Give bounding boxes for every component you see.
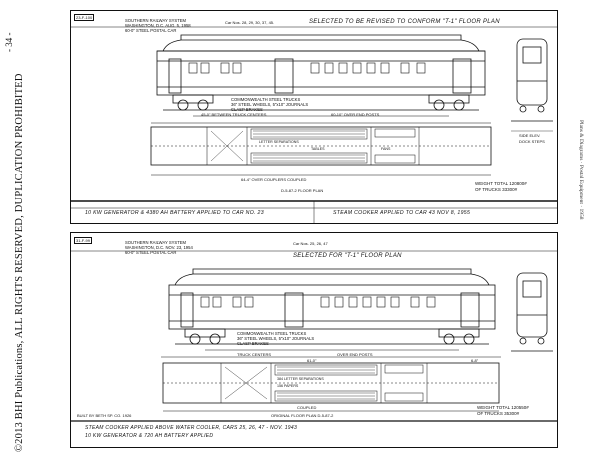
railway-name: SOUTHERN RAILWAY SYSTEM: [125, 18, 187, 23]
railway-header: SOUTHERN RAILWAY SYSTEM WASHINGTON, D.C.…: [125, 18, 191, 33]
end-posts-dim: 60-10" OVER END POSTS: [331, 112, 380, 117]
car-drawing-lower: [71, 250, 557, 422]
weight-total: WEIGHT TOTAL 120800#: [475, 181, 527, 186]
selected-note: SELECTED TO BE REVISED TO CONFORM "T-1" …: [309, 19, 500, 25]
car-numbers: Car Nos. 25, 26, 47: [293, 241, 328, 246]
truck-spec: COMMONWEALTH STEEL TRUCKS 36" STEEL WHEE…: [231, 97, 308, 112]
letter-cases-label: LETTER SEPARATIONS: [259, 140, 299, 144]
weight-trucks: OF TRUCKS 33300#: [475, 187, 518, 192]
page-number: - 34 -: [4, 32, 14, 53]
dock-steps-label: DOCK STEPS: [519, 139, 545, 144]
generator-note: 10 KW GENERATOR & 4380 AH BATTERY APPLIE…: [85, 210, 264, 216]
selected-note: SELECTED FOR "T-1" FLOOR PLAN: [293, 253, 402, 259]
floor-plan-caption: D-5-87-2 FLOOR PLAN: [281, 188, 324, 193]
plan-tag: 31-F-99: [74, 237, 93, 244]
car-drawing-upper: [71, 26, 557, 223]
builder-note: BUILT BY BETH SP. CO. 1926: [77, 413, 132, 418]
truck-desc-2: 36" STEEL WHEELS, 5"x10" JOURNALS: [237, 336, 315, 341]
car-description: 60-0" STEEL POSTAL CAR: [125, 250, 177, 255]
source-caption: Plans & Diagrams · Postal Equipment · 19…: [578, 120, 584, 220]
end-posts-dim: OVER END POSTS: [337, 352, 373, 357]
dimension-6-8: 6-8": [471, 358, 479, 363]
railway-location: WASHINGTON, D.C. AUG. 5, 1958: [125, 23, 191, 28]
over-couplers-dim: 64-4" OVER COUPLERS COUPLED: [241, 177, 307, 182]
diagram-sheet-lower: 31-F-99 SOUTHERN RAILWAY SYSTEM WASHINGT…: [70, 232, 558, 448]
generator-note: 10 KW GENERATOR & 720 AH BATTERY APPLIED: [85, 433, 214, 439]
railway-header: SOUTHERN RAILWAY SYSTEM WASHINGTON, D.C.…: [125, 240, 193, 255]
truck-spec: COMMONWEALTH STEEL TRUCKS 36" STEEL WHEE…: [237, 331, 314, 346]
weight-trucks: OF TRUCKS 35300#: [477, 411, 520, 416]
railway-location: WASHINGTON, D.C. NOV. 23, 1954: [125, 245, 193, 250]
floor-plan-caption: ORIGINAL FLOOR PLAN D-5-87-2: [271, 413, 334, 418]
end-elev-label: SIDE ELEV.: [519, 133, 541, 138]
weight-block: WEIGHT TOTAL 120550# OF TRUCKS 35300#: [477, 405, 529, 417]
weight-block: WEIGHT TOTAL 120800# OF TRUCKS 33300#: [475, 181, 527, 193]
plan-tag: 23-F-100: [74, 14, 95, 21]
dimension-61: 61-0": [307, 358, 317, 363]
truck-desc-1: COMMONWEALTH STEEL TRUCKS: [237, 331, 307, 336]
tables-label: TABLES: [311, 147, 325, 151]
truck-desc-3: CLASP BRAKES: [237, 341, 269, 346]
truck-desc-2: 36" STEEL WHEELS, 5"x10" JOURNALS: [231, 102, 309, 107]
truck-desc-3: CLASP BRAKES: [231, 107, 263, 112]
fans-label: FANS: [381, 147, 391, 151]
coupled-label: COUPLED: [297, 405, 317, 410]
diagram-sheet-upper: 23-F-100 SOUTHERN RAILWAY SYSTEM WASHING…: [70, 10, 558, 224]
car-description: 60-0" STEEL POSTAL CAR: [125, 28, 177, 33]
car-numbers: Car Nos. 28, 29, 30, 37, 45.: [225, 20, 275, 25]
copyright-notice: ©2013 BHI Publications, ALL RIGHTS RESER…: [14, 73, 25, 452]
truck-centers-dim: 45-0" BETWEEN TRUCK CENTERS: [201, 112, 267, 117]
truck-desc-1: COMMONWEALTH STEEL TRUCKS: [231, 97, 301, 102]
papers-label: 156 PAPERS: [277, 384, 299, 388]
truck-centers-dim: TRUCK CENTERS: [237, 352, 272, 357]
letter-cases-label: 384 LETTER SEPARATIONS: [277, 377, 324, 381]
steam-cooker-note: STEAM COOKER APPLIED ABOVE WATER COOLER,…: [85, 425, 298, 431]
steam-cooker-note: STEAM COOKER APPLIED TO CAR 43 NOV 8, 19…: [333, 210, 471, 216]
railway-name: SOUTHERN RAILWAY SYSTEM: [125, 240, 187, 245]
weight-total: WEIGHT TOTAL 120550#: [477, 405, 529, 410]
